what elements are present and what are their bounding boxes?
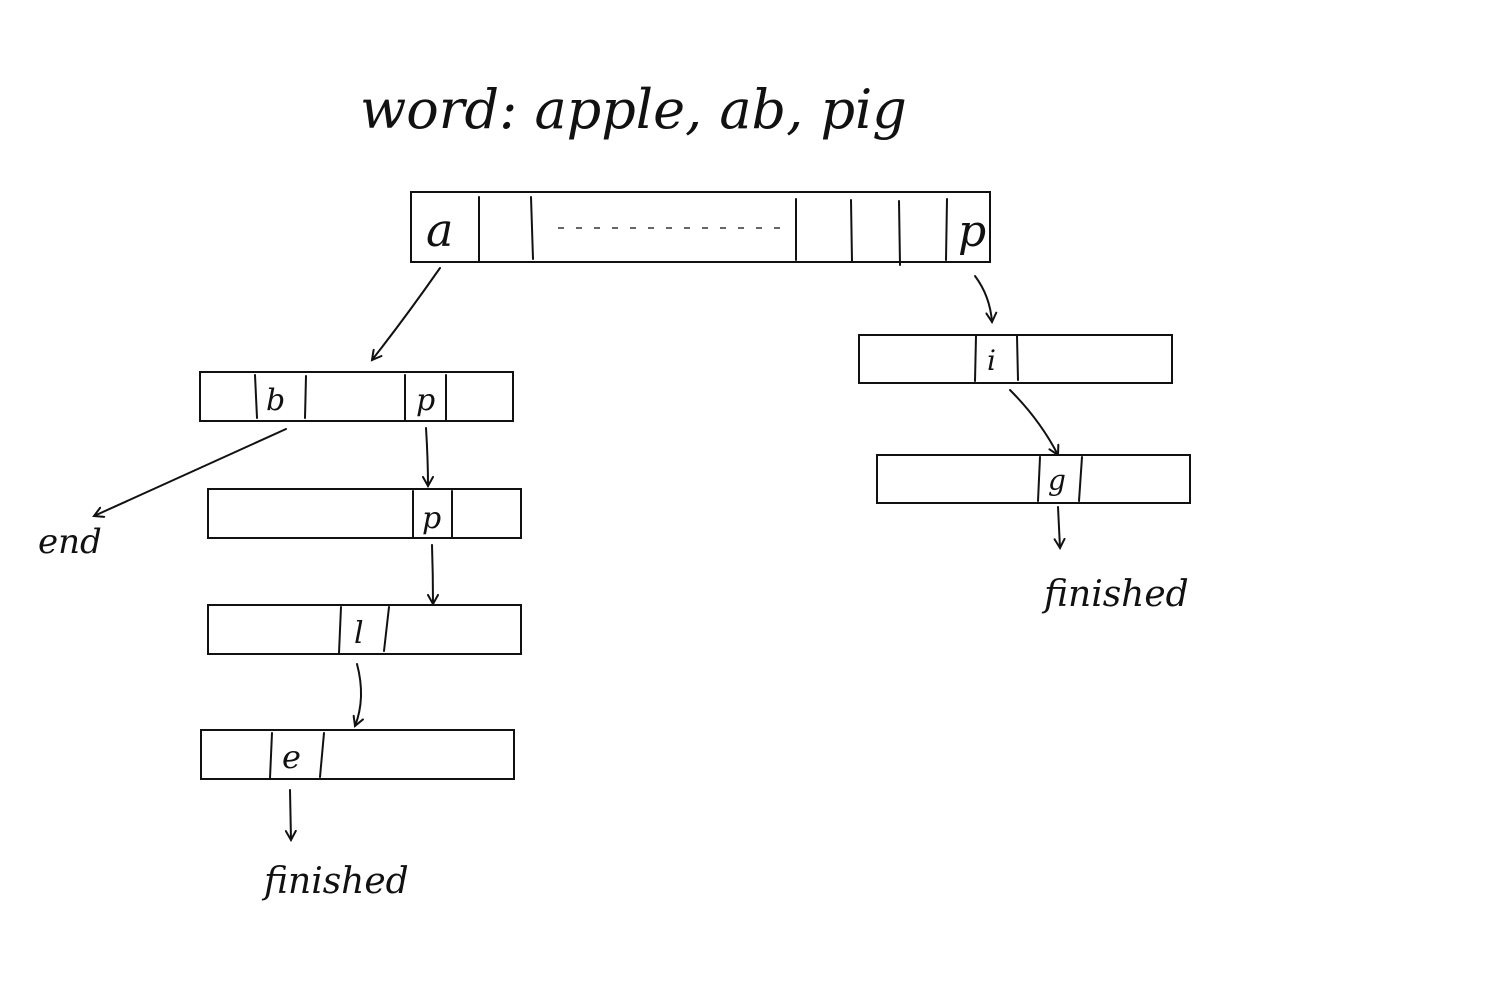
- arrow-g-to-finished: [1058, 506, 1060, 548]
- node-p-child: i: [858, 334, 1173, 384]
- arrow-e-to-finished: [290, 789, 291, 840]
- finished-label-pig: finished: [1041, 574, 1189, 615]
- root-cell-a: a: [426, 203, 453, 257]
- arrow-a-to-child: [372, 267, 441, 360]
- cell-i: i: [987, 344, 996, 377]
- arrow-p-to-i: [974, 275, 992, 322]
- finished-label-apple: finished: [261, 861, 409, 902]
- diagram-title: word: apple, ab, pig: [360, 78, 907, 141]
- cell-p-level1: p: [416, 383, 435, 418]
- arrow-b-to-end: [94, 428, 287, 516]
- cell-b: b: [266, 383, 285, 418]
- arrow-i-to-g: [1009, 389, 1058, 455]
- arrow-l-to-e: [355, 663, 361, 726]
- arrow-p-to-l: [432, 544, 433, 604]
- node-pi-child: g: [876, 454, 1191, 504]
- end-label: end: [38, 522, 102, 562]
- root-cell-p: p: [958, 206, 986, 257]
- cell-l: l: [354, 616, 364, 651]
- cell-p-level2: p: [422, 501, 441, 536]
- arrow-p-to-p: [426, 427, 428, 486]
- root-node: a p: [410, 191, 991, 266]
- node-ap-child: p: [207, 488, 522, 539]
- node-a-child: b p: [199, 371, 514, 422]
- node-appl-child: e: [200, 729, 515, 780]
- cell-g: g: [1048, 464, 1066, 497]
- cell-e: e: [282, 738, 301, 776]
- node-app-child: l: [207, 604, 522, 655]
